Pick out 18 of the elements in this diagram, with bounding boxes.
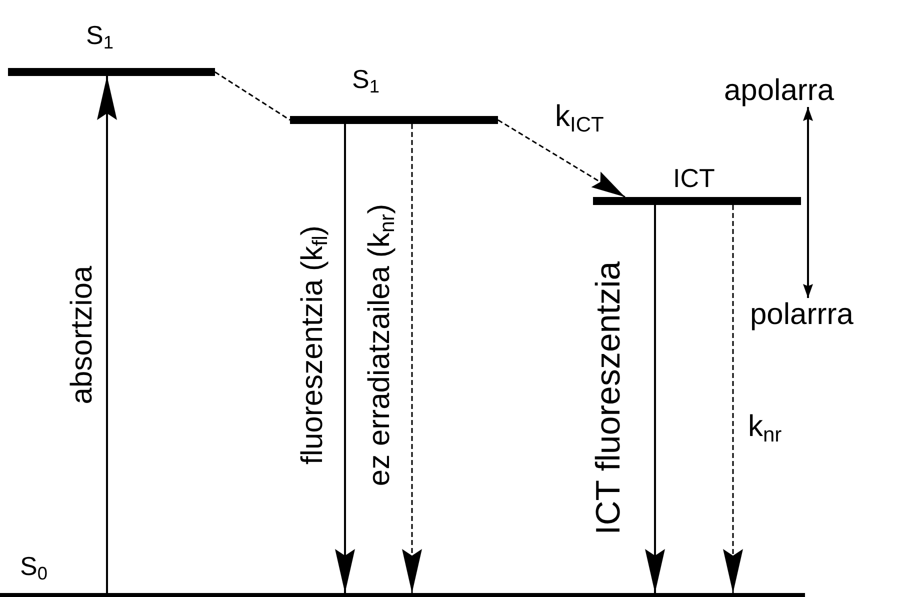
level-label: S$_{1}$ xyxy=(352,66,380,96)
arrow xyxy=(335,124,355,593)
arrow xyxy=(97,76,117,593)
arrow xyxy=(723,205,743,593)
arrow xyxy=(402,124,422,593)
edge-label: k$_{ICT}$ xyxy=(555,100,604,136)
connector-line xyxy=(214,71,290,121)
edge-label: ICT fluoreszentzia xyxy=(590,261,628,535)
level-label: S$_{0}$ xyxy=(20,553,48,583)
edge-label: k$_{nr}$ xyxy=(748,410,782,446)
polarity-label: apolarra xyxy=(724,74,834,107)
arrow xyxy=(498,119,626,198)
edge-label: absortzioa xyxy=(66,266,98,404)
level-label: S$_{1}$ xyxy=(86,22,114,52)
polarity-label: polarrra xyxy=(750,298,854,331)
level-label: ICT xyxy=(673,165,715,191)
arrow xyxy=(803,107,813,298)
arrow xyxy=(645,205,665,593)
